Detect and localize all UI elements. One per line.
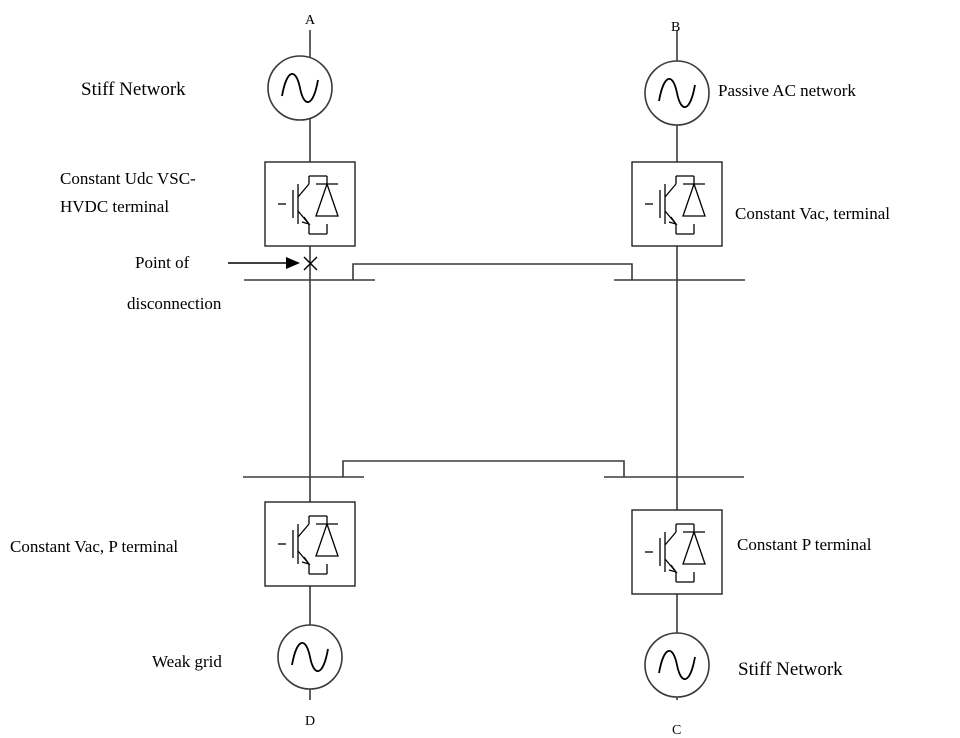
node-label-d: D	[305, 714, 315, 729]
disconnect-label-line2: disconnection	[127, 294, 222, 313]
b-terminal-label: Constant Vac, terminal	[735, 204, 890, 223]
node-label-a: A	[305, 13, 316, 28]
breaker-cross-icon	[303, 256, 318, 271]
d-source-label: Weak grid	[152, 652, 222, 671]
c-terminal-label: Constant P terminal	[737, 535, 872, 554]
vsc-converter-icon	[631, 161, 723, 247]
d-terminal-label: Constant Vac, P terminal	[10, 537, 178, 556]
vsc-converter-icon	[264, 501, 356, 587]
ac-source-icon	[277, 624, 343, 690]
ac-source-icon	[267, 55, 333, 121]
ac-source-icon	[644, 632, 710, 698]
b-source-label: Passive AC network	[718, 81, 856, 100]
disconnection-arrow	[228, 257, 300, 269]
a-source-label: Stiff Network	[81, 79, 186, 100]
a-terminal-label-line2: HVDC terminal	[60, 197, 169, 216]
vsc-converter-icon	[631, 509, 723, 595]
node-label-b: B	[671, 20, 680, 35]
vsc-converter-icon	[264, 161, 356, 247]
ac-source-icon	[644, 60, 710, 126]
disconnect-label-line1: Point of	[135, 253, 190, 272]
upper-dc-bus	[244, 263, 745, 281]
c-source-label: Stiff Network	[738, 659, 843, 680]
lower-dc-bus	[243, 460, 744, 478]
node-label-c: C	[672, 723, 681, 738]
a-terminal-label-line1: Constant Udc VSC-	[60, 169, 196, 188]
